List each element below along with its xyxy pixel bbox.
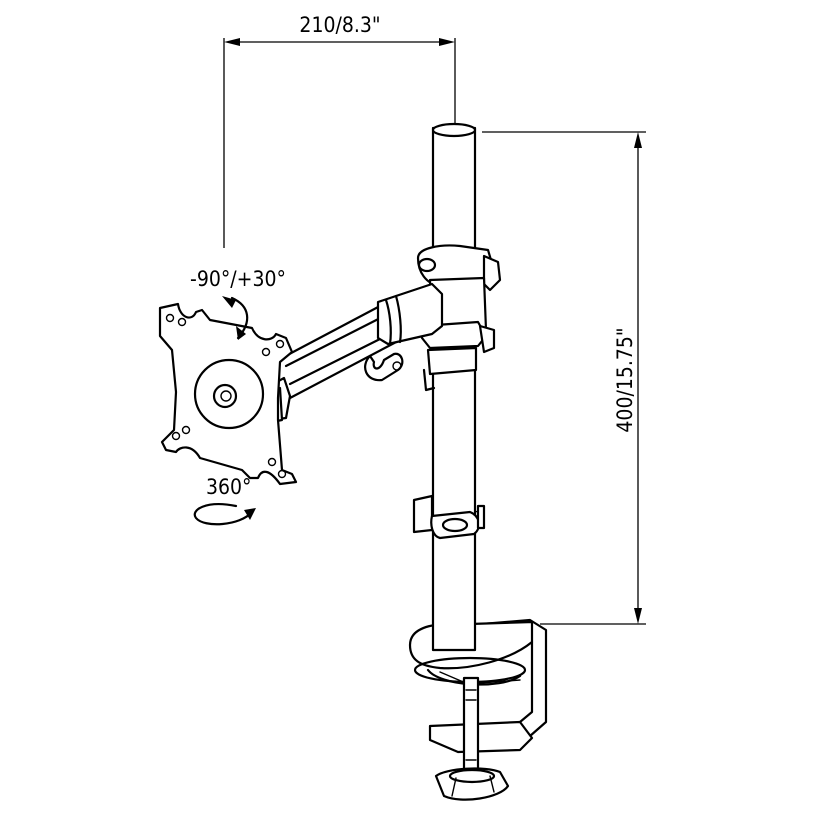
tilt-annotation: -90°/+30° (190, 267, 286, 340)
extension-arm (276, 282, 444, 400)
vertical-pole (431, 122, 477, 652)
width-dimension: 210/8.3" (223, 13, 456, 248)
rotation-range-label: 360° (206, 475, 252, 499)
height-dimension: 400/15.75" (482, 131, 646, 625)
pole-collar (416, 244, 502, 392)
desk-clamp (408, 618, 548, 801)
vesa-plate (158, 302, 298, 486)
width-dimension-label: 210/8.3" (299, 13, 380, 37)
rotation-annotation: 360° (193, 475, 256, 526)
tilt-range-label: -90°/+30° (190, 267, 286, 291)
clamp-knob (434, 767, 510, 801)
cable-clip (412, 494, 486, 540)
height-dimension-label: 400/15.75" (613, 327, 637, 432)
